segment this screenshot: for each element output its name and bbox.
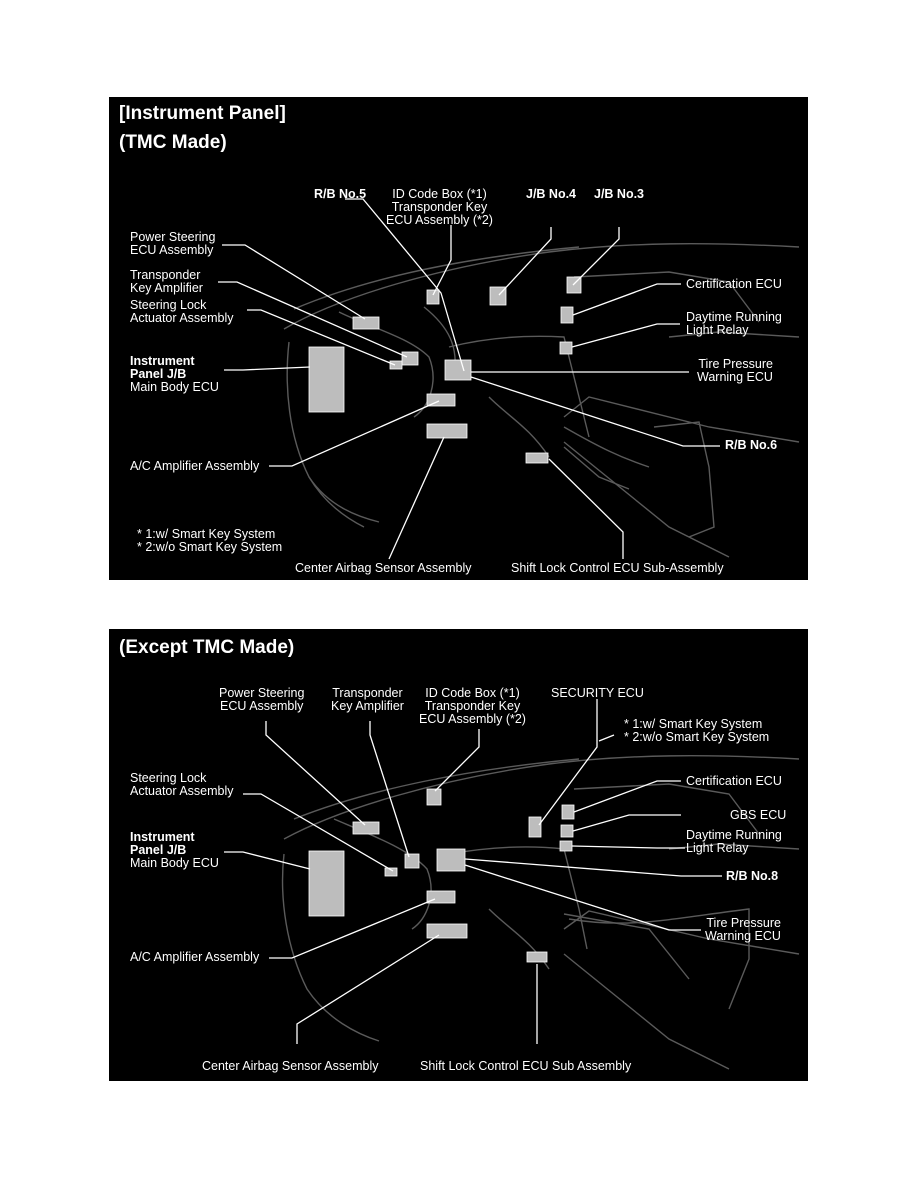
label-smart-key-notes: * 1:w/ Smart Key System * 2:w/o Smart Ke… xyxy=(624,718,769,744)
label-gbs-ecu: GBS ECU xyxy=(730,809,786,822)
transponder-key-amplifier xyxy=(402,352,418,365)
power-steering-ecu xyxy=(353,317,379,329)
label-rb-no5: R/B No.5 xyxy=(314,188,366,201)
tire-pressure-warning-ecu-part xyxy=(445,360,471,380)
certification-ecu-part xyxy=(561,307,573,323)
label-security-ecu: SECURITY ECU xyxy=(551,687,644,700)
rb-no8-part xyxy=(437,849,465,871)
certification-ecu-part xyxy=(562,805,574,819)
transponder-key-amplifier xyxy=(405,854,419,868)
label-certification-ecu: Certification ECU xyxy=(686,775,782,788)
instrument-panel-drawing xyxy=(109,97,808,580)
panel-title: [Instrument Panel] xyxy=(119,103,286,125)
power-steering-ecu xyxy=(353,822,379,834)
label-steering-lock: Steering Lock Actuator Assembly xyxy=(130,772,234,798)
label-instrument-panel-jb: Instrument Panel J/B xyxy=(130,355,195,381)
label-ac-amplifier: A/C Amplifier Assembly xyxy=(130,951,259,964)
daytime-running-light-relay-part xyxy=(560,342,572,354)
panel-subtitle: (TMC Made) xyxy=(119,132,227,154)
label-main-body-ecu: Main Body ECU xyxy=(130,381,219,394)
label-center-airbag: Center Airbag Sensor Assembly xyxy=(295,562,471,575)
shift-lock-control-ecu-part xyxy=(527,952,547,962)
instrument-panel-jb-part xyxy=(309,347,344,412)
label-shift-lock-control: Shift Lock Control ECU Sub-Assembly xyxy=(511,562,724,575)
dashboard-outline xyxy=(283,756,799,1069)
gbs-ecu-part xyxy=(561,825,573,837)
label-daytime-running-light: Daytime Running Light Relay xyxy=(686,311,782,337)
panel-title: (Except TMC Made) xyxy=(119,637,294,659)
center-airbag-sensor-part xyxy=(427,424,467,438)
security-ecu-part xyxy=(529,817,541,837)
label-id-code-box: ID Code Box (*1) Transponder Key ECU Ass… xyxy=(419,687,526,726)
label-smart-key-notes: * 1:w/ Smart Key System * 2:w/o Smart Ke… xyxy=(137,528,282,554)
label-ac-amplifier: A/C Amplifier Assembly xyxy=(130,460,259,473)
label-main-body-ecu: Main Body ECU xyxy=(130,857,219,870)
label-jb-no3: J/B No.3 xyxy=(594,188,644,201)
label-steering-lock: Steering Lock Actuator Assembly xyxy=(130,299,234,325)
instrument-panel-jb-part xyxy=(309,851,344,916)
steering-lock-actuator xyxy=(390,361,402,369)
label-rb-no8: R/B No.8 xyxy=(726,870,778,883)
label-shift-lock-control: Shift Lock Control ECU Sub Assembly xyxy=(420,1060,631,1073)
label-rb-no6: R/B No.6 xyxy=(725,439,777,452)
label-id-code-box: ID Code Box (*1) Transponder Key ECU Ass… xyxy=(386,188,493,227)
shift-lock-control-ecu-part xyxy=(526,453,548,463)
label-certification-ecu: Certification ECU xyxy=(686,278,782,291)
center-airbag-sensor-part xyxy=(427,924,467,938)
tmc-made-diagram-panel: [Instrument Panel] (TMC Made) R/B No.5 I… xyxy=(109,97,808,580)
label-instrument-panel-jb: Instrument Panel J/B xyxy=(130,831,195,857)
label-center-airbag: Center Airbag Sensor Assembly xyxy=(202,1060,378,1073)
label-transponder-amp: Transponder Key Amplifier xyxy=(130,269,203,295)
label-jb-no4: J/B No.4 xyxy=(526,188,576,201)
except-tmc-made-diagram-panel: (Except TMC Made) Power Steering ECU Ass… xyxy=(109,629,808,1081)
label-power-steering: Power Steering ECU Assembly xyxy=(219,687,304,713)
label-tire-pressure: Tire Pressure Warning ECU xyxy=(705,917,781,943)
label-transponder-amp: Transponder Key Amplifier xyxy=(331,687,404,713)
daytime-running-light-relay-part xyxy=(560,841,572,851)
id-code-box-part xyxy=(427,290,439,304)
leader-lines xyxy=(224,699,722,1044)
components xyxy=(309,789,574,962)
label-power-steering: Power Steering ECU Assembly xyxy=(130,231,215,257)
label-tire-pressure: Tire Pressure Warning ECU xyxy=(697,358,773,384)
id-code-box-part xyxy=(427,789,441,805)
label-daytime-running-light: Daytime Running Light Relay xyxy=(686,829,782,855)
